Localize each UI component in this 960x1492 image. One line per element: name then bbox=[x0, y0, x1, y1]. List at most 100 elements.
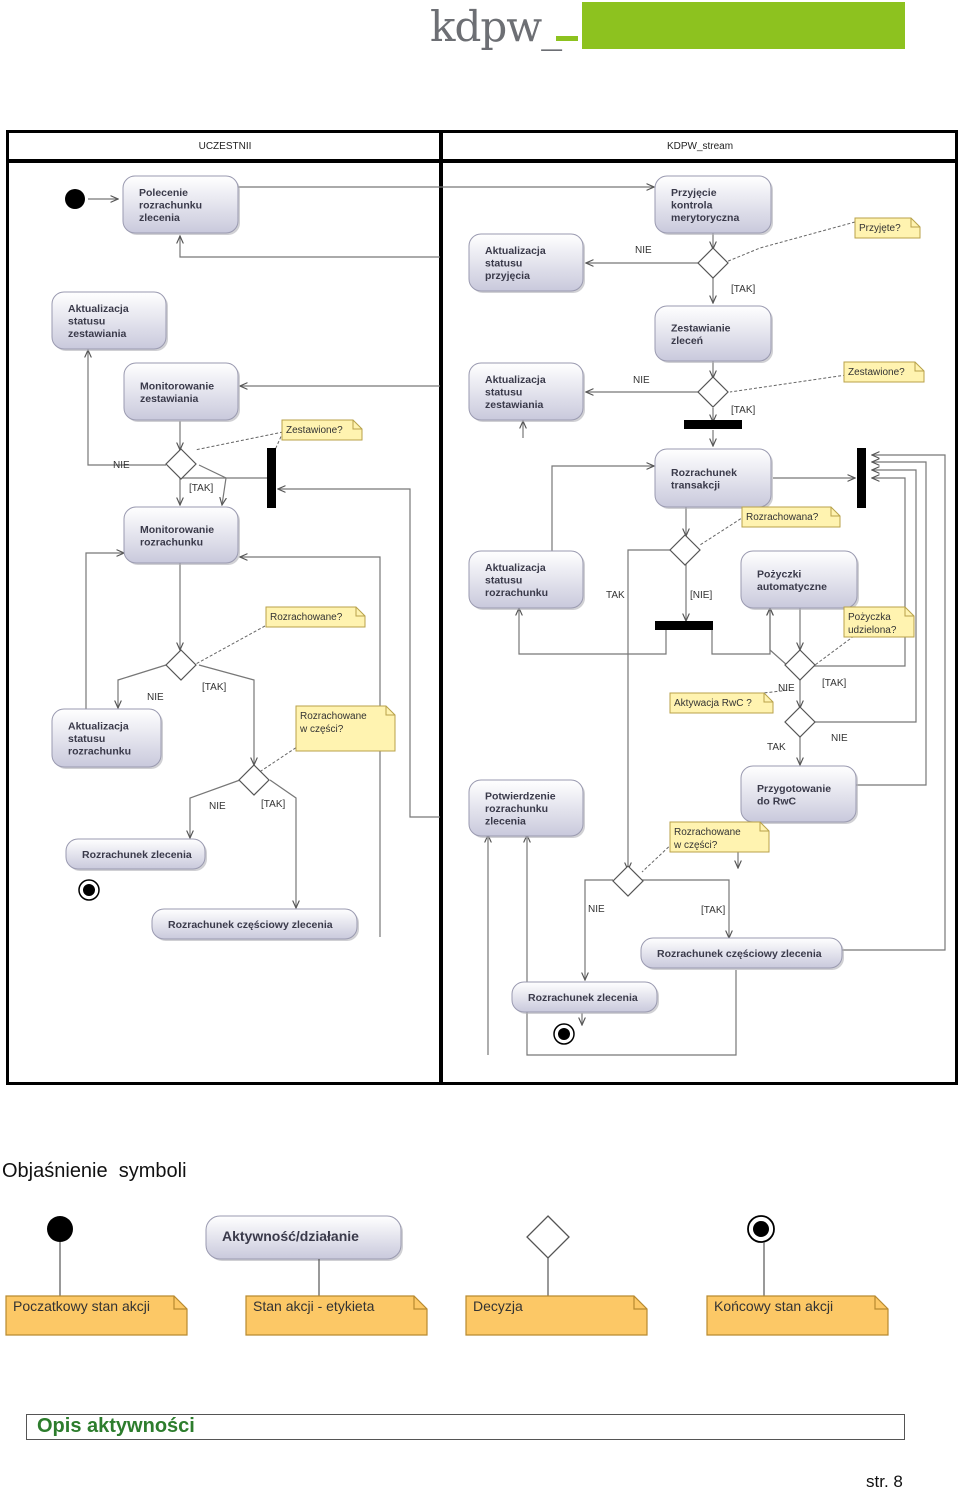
note: Rozrachowana? bbox=[741, 506, 841, 528]
end-node bbox=[553, 1023, 575, 1045]
guard-label: NIE bbox=[209, 801, 226, 812]
activity-label: Rozrachunek zlecenia bbox=[528, 992, 638, 1004]
note-connector bbox=[814, 632, 859, 666]
activity-label: przyjęcia bbox=[485, 270, 530, 282]
note-fold bbox=[914, 362, 924, 372]
activity-node: Rozrachunek zlecenia bbox=[511, 981, 659, 1014]
note-fold bbox=[830, 507, 840, 517]
legend-note-label: Poczatkowy stan akcji bbox=[13, 1298, 150, 1314]
flow-edge bbox=[711, 608, 770, 655]
flow-edge bbox=[814, 470, 917, 723]
note-shape bbox=[843, 606, 915, 638]
end-node-dot bbox=[83, 884, 95, 896]
flow-edge bbox=[628, 549, 672, 870]
note-connector bbox=[725, 221, 856, 263]
flow-edge bbox=[519, 608, 667, 655]
fork-join-bar bbox=[684, 420, 742, 429]
activity-label: rozrachunku bbox=[68, 746, 131, 758]
legend-note-shape bbox=[706, 1295, 889, 1336]
activity-label: zestawiania bbox=[140, 393, 199, 405]
note-shape bbox=[843, 361, 925, 383]
flow-edge bbox=[814, 478, 906, 667]
activity-label: rozrachunku bbox=[140, 536, 203, 548]
note-fold bbox=[385, 706, 395, 716]
flow-edge bbox=[770, 608, 789, 667]
decision-node bbox=[697, 247, 729, 279]
guard-label: NIE bbox=[831, 733, 848, 744]
activity-label: Aktualizacja bbox=[485, 374, 546, 386]
guard-label: TAK bbox=[767, 742, 786, 753]
activity-label: zlecenia bbox=[485, 816, 526, 828]
activity-box bbox=[123, 362, 239, 421]
flow-edge bbox=[842, 455, 946, 951]
legend-note-fold bbox=[413, 1296, 427, 1310]
note-shape bbox=[669, 821, 770, 853]
note-fold bbox=[904, 607, 914, 617]
note-connector bbox=[274, 431, 284, 451]
note-shape bbox=[265, 606, 366, 628]
flow-edge bbox=[88, 350, 166, 466]
flow-edge bbox=[198, 464, 226, 505]
activity-label: Monitorowanie bbox=[140, 380, 214, 392]
guard-label: TAK bbox=[606, 590, 625, 601]
note-shape bbox=[854, 217, 921, 239]
page-number: str. 8 bbox=[866, 1472, 903, 1491]
legend-activity-label: Aktywność/działanie bbox=[222, 1228, 359, 1244]
activity-box bbox=[468, 362, 584, 421]
note-shape bbox=[281, 419, 363, 441]
activity-label: Zestawianie bbox=[671, 322, 731, 334]
flow-edge bbox=[240, 557, 381, 937]
activity-box bbox=[740, 550, 858, 609]
flow-edge bbox=[527, 835, 737, 1056]
activity-label: Pożyczki bbox=[757, 568, 801, 580]
guard-label: [NIE] bbox=[690, 590, 712, 601]
activity-label: transakcji bbox=[671, 479, 720, 491]
activity-box bbox=[654, 448, 772, 508]
note-fold bbox=[355, 607, 365, 617]
activity-label: rozrachunku bbox=[485, 803, 548, 815]
activity-label: Rozrachunek bbox=[671, 467, 737, 479]
guard-label: NIE bbox=[778, 683, 795, 694]
activity-box bbox=[654, 175, 772, 234]
activity-label: Rozrachunek częściowy zlecenia bbox=[168, 919, 333, 931]
guard-label: [TAK] bbox=[731, 284, 755, 295]
logo-text: kdpw_ bbox=[430, 2, 562, 51]
guard-label: [TAK] bbox=[701, 905, 725, 916]
legend-note-fold bbox=[173, 1296, 187, 1310]
logo-underline bbox=[556, 36, 578, 41]
activity-label: statusu bbox=[68, 316, 105, 328]
activity-label: statusu bbox=[485, 258, 522, 270]
legend-note: Poczatkowy stan akcji bbox=[5, 1295, 188, 1336]
fork-join-bar bbox=[267, 448, 276, 508]
guard-label: NIE bbox=[635, 245, 652, 256]
lane-title: UCZESTNII bbox=[199, 141, 252, 152]
activity-box bbox=[151, 908, 358, 940]
legend-note: Decyzja bbox=[465, 1295, 648, 1336]
decision-node bbox=[612, 865, 644, 897]
legend-title: Objaśnienie symboli bbox=[2, 1160, 187, 1182]
decision-node bbox=[165, 448, 197, 480]
note-connector bbox=[194, 431, 284, 451]
guard-label: [TAK] bbox=[822, 678, 846, 689]
activity-label: zlecenia bbox=[139, 212, 180, 224]
activity-label: Przygotowanie bbox=[757, 783, 831, 795]
note-fold bbox=[763, 693, 773, 703]
activity-label: Aktualizacja bbox=[68, 721, 129, 733]
note-fold bbox=[352, 420, 362, 430]
legend-note-shape bbox=[245, 1295, 428, 1336]
fork-join-bar bbox=[655, 621, 713, 630]
flow-edge bbox=[85, 553, 124, 767]
note-fold bbox=[759, 822, 769, 832]
